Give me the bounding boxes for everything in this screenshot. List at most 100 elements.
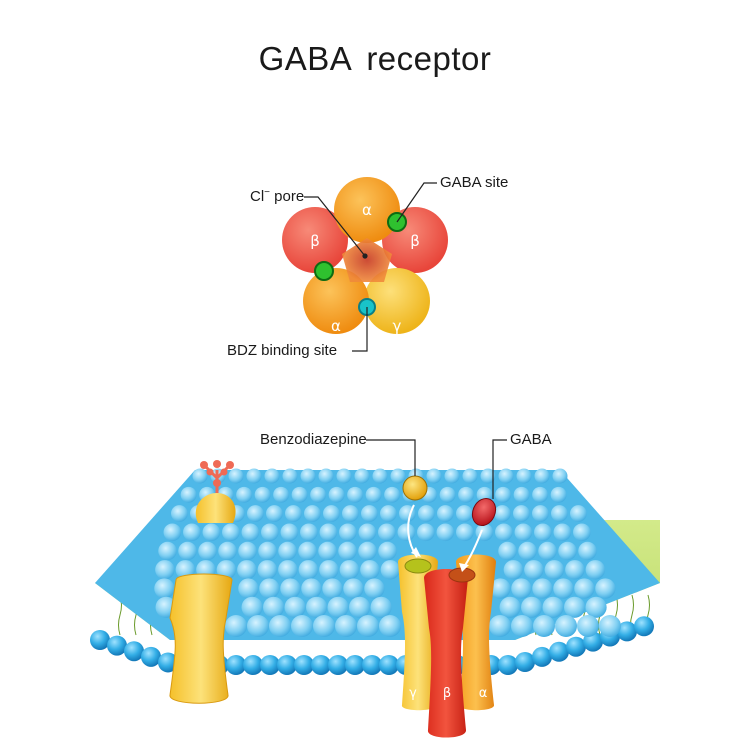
- lipid-head-upper: [318, 468, 334, 484]
- lipid-head-upper: [378, 523, 396, 542]
- lipid-head-upper: [323, 505, 340, 522]
- lipid-head-upper: [495, 486, 512, 503]
- lipid-head-upper: [259, 578, 280, 599]
- lipid-head-upper: [397, 523, 416, 542]
- benzodiazepine-molecule: [402, 475, 428, 501]
- lipid-head-upper: [180, 486, 197, 503]
- lipid-head-upper: [183, 523, 201, 542]
- lipid-head-upper: [263, 596, 285, 618]
- lipid-head-upper: [319, 560, 339, 580]
- lipid-head-upper: [595, 578, 616, 599]
- lipid-head-upper: [171, 505, 188, 522]
- lipid-head-upper: [532, 578, 553, 599]
- lipid-head-upper: [354, 468, 370, 484]
- lipid-head-upper: [257, 560, 278, 580]
- lipid-head-upper: [247, 505, 264, 522]
- lipid-head-upper: [192, 468, 208, 484]
- benzodiazepine-label: Benzodiazepine: [260, 431, 367, 448]
- lipid-head-upper: [338, 541, 357, 561]
- lipid-head-upper: [552, 468, 568, 484]
- lipid-head-lower: [498, 655, 518, 675]
- lipid-head-upper: [155, 560, 175, 580]
- channel-label-beta: β: [443, 686, 451, 701]
- lipid-head-upper: [218, 541, 237, 561]
- bdz-arrowhead: [411, 547, 421, 557]
- subunit-label-alpha-top: α: [362, 201, 372, 219]
- lipid-head-upper: [319, 523, 338, 542]
- lipid-head-upper: [426, 468, 442, 484]
- lipid-head-upper: [516, 468, 532, 484]
- lipid-head-upper: [574, 578, 595, 599]
- lipid-head-upper: [365, 486, 382, 503]
- lipid-head-upper: [163, 523, 182, 542]
- lipid-head-upper: [335, 615, 357, 637]
- lipid-head-upper: [357, 615, 379, 637]
- receptor-pentamer: α β β α γ: [282, 177, 448, 352]
- lipid-head-upper: [300, 523, 318, 542]
- lipid-head-lower: [566, 636, 586, 657]
- subunit-label-beta-left: β: [310, 232, 320, 250]
- lipid-head-lower: [345, 655, 365, 675]
- lipid-head-upper: [511, 615, 533, 637]
- lipid-head-upper: [238, 541, 257, 561]
- lipid-head-upper: [154, 578, 175, 599]
- leader-gaba: [492, 439, 507, 499]
- gaba-arrowhead: [459, 563, 469, 572]
- lipid-head-upper: [511, 578, 532, 599]
- lipid-head-upper: [349, 596, 371, 618]
- lipid-head-upper: [462, 468, 478, 484]
- lipid-head-upper: [553, 578, 574, 599]
- subunit-alpha-top-body: [334, 177, 400, 243]
- lipid-head-upper: [439, 486, 456, 503]
- lipid-head-lower: [243, 655, 263, 675]
- lipid-head-upper: [247, 615, 269, 637]
- lipid-head-upper: [358, 541, 377, 561]
- lipid-head-upper: [538, 541, 557, 561]
- lipid-head-lower: [379, 655, 399, 675]
- lipid-head-upper: [555, 615, 577, 637]
- lipid-head-upper: [254, 486, 271, 503]
- lipid-head-upper: [565, 560, 585, 580]
- lipid-head-upper: [198, 541, 217, 561]
- lipid-head-upper: [318, 541, 337, 561]
- lipid-head-upper: [280, 578, 301, 599]
- lipid-head-upper: [379, 615, 401, 637]
- lipid-head-upper: [300, 468, 316, 484]
- lipid-head-upper: [534, 523, 552, 542]
- lipid-head-upper: [236, 486, 253, 503]
- channel-subunit-beta-shape: [424, 569, 468, 738]
- lipid-head-upper: [498, 541, 517, 561]
- gaba-site-dot-lower: [314, 261, 334, 281]
- lipid-head-upper: [578, 541, 597, 561]
- lipid-head-upper: [585, 560, 606, 580]
- lipid-head-upper: [282, 468, 298, 484]
- glycoprotein: [195, 460, 236, 523]
- lipid-head-lower: [617, 621, 637, 642]
- lipid-head-lower: [328, 655, 348, 675]
- lipid-head-upper: [278, 541, 297, 561]
- lipid-head-upper: [418, 505, 435, 522]
- lipid-head-upper: [458, 486, 475, 503]
- lipid-head-upper: [237, 560, 257, 580]
- lipid-head-upper: [370, 596, 392, 618]
- lipid-head-upper: [306, 596, 328, 618]
- gaba-site-label: GABA site: [440, 174, 509, 191]
- lipid-head-upper: [495, 523, 513, 542]
- transmembrane-protein: [169, 573, 233, 704]
- leader-cl-pore: [304, 196, 366, 257]
- lipid-head-upper: [225, 615, 247, 637]
- lipid-head-upper: [241, 523, 260, 542]
- lipid-head-upper: [384, 486, 401, 503]
- lipid-head-upper: [228, 468, 244, 484]
- lipid-head-upper: [533, 615, 555, 637]
- lipid-head-upper: [273, 486, 290, 503]
- lipid-head-lower: [515, 652, 535, 672]
- lipid-head-upper: [280, 523, 299, 542]
- lipid-head-lower: [124, 641, 144, 662]
- lipid-head-upper: [202, 523, 221, 542]
- lipid-head-upper: [417, 523, 435, 542]
- lipid-head-upper: [514, 523, 533, 542]
- lipid-head-upper: [266, 505, 283, 522]
